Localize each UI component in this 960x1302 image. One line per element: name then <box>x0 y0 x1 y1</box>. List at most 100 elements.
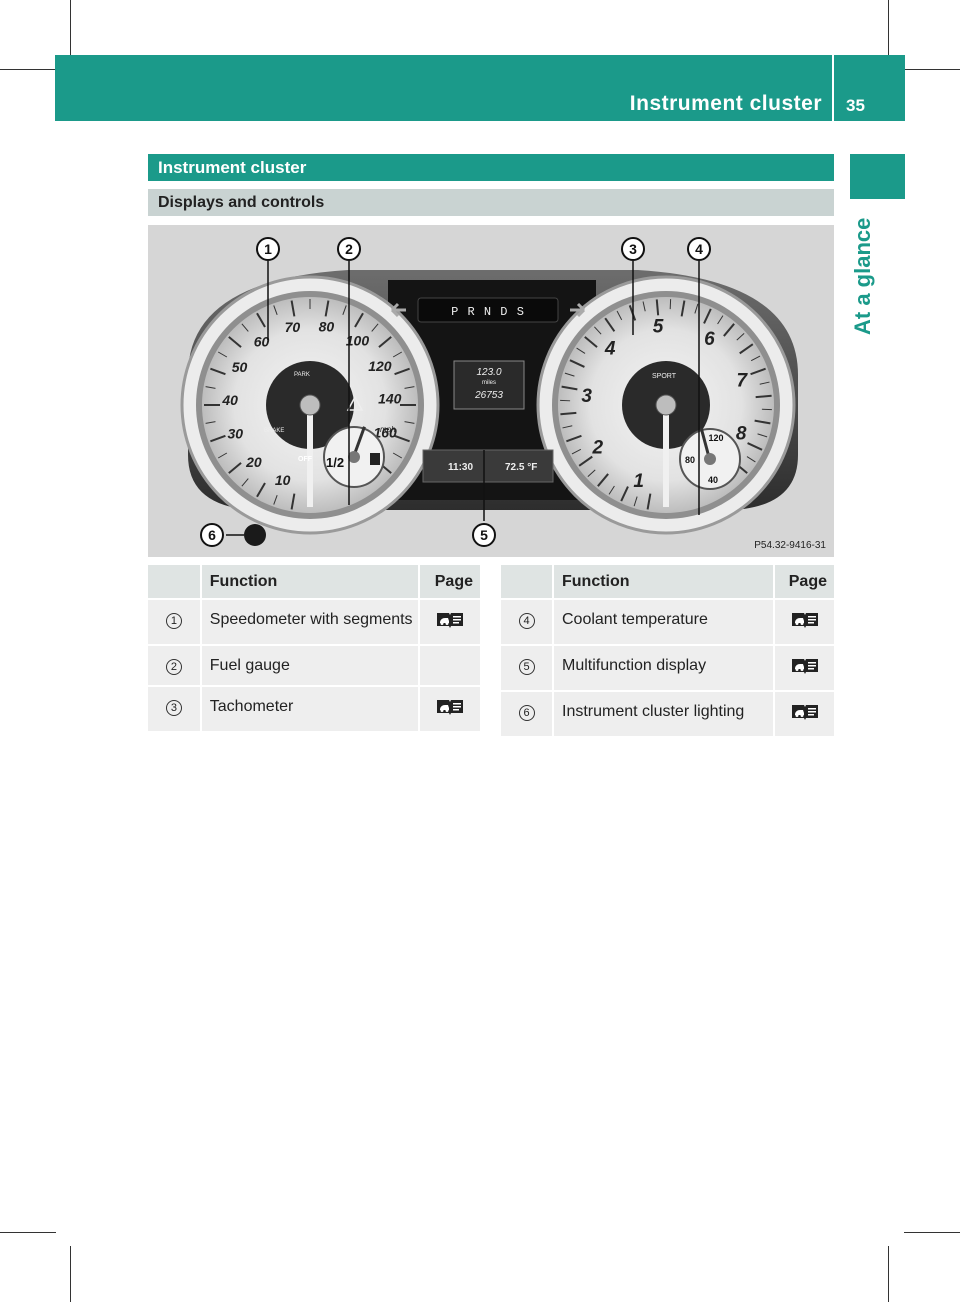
dial-tick <box>290 493 296 510</box>
crop-mark <box>70 1246 71 1302</box>
header-title: Instrument cluster <box>629 92 822 115</box>
table-header-page: Page <box>419 565 480 600</box>
dial-tick <box>642 301 646 312</box>
fuel-pump-icon <box>370 453 380 465</box>
callout-circle <box>472 523 496 547</box>
car-book-page-reference-icon <box>791 659 818 674</box>
row-number-cell: 1 <box>148 599 202 646</box>
page-number: 35 <box>846 96 865 115</box>
dial-tick <box>755 394 772 399</box>
crop-mark <box>888 0 889 56</box>
table-header-num <box>501 565 554 600</box>
tach-label: 1 <box>633 471 644 492</box>
row-function: Instrument cluster lighting <box>553 691 775 738</box>
table-header-num <box>148 565 202 600</box>
clock-readout: 11:30 <box>448 462 473 473</box>
speed-label: 160 <box>373 424 397 440</box>
dial-tick <box>757 433 768 438</box>
side-tab-label: At a glance <box>850 217 875 335</box>
dial-tick <box>597 473 609 487</box>
esp-off-indicator: OFF <box>298 456 313 463</box>
dial-tick <box>566 434 582 443</box>
row-page-ref[interactable] <box>774 691 834 738</box>
gear-display-text: P R N D S <box>451 305 525 319</box>
car-book-page-reference-icon <box>791 705 818 720</box>
row-number-cell: 5 <box>501 645 554 692</box>
dial-tick <box>404 386 415 389</box>
table-row: 3 Tachometer <box>148 686 480 733</box>
callout-circle <box>256 237 280 261</box>
dial-tick <box>584 336 598 348</box>
fuel-half-label: 1/2 <box>326 455 344 470</box>
sport-indicator: SPORT <box>652 373 677 380</box>
tach-label: 2 <box>591 438 603 459</box>
trip-odometer: 123.0 <box>476 367 501 378</box>
dial-tick <box>746 456 756 463</box>
callout-circle <box>621 237 645 261</box>
car-book-page-reference-icon <box>791 613 818 628</box>
dial-tick <box>604 317 616 332</box>
dial-tick <box>587 469 596 477</box>
warning-triangle-icon <box>346 395 364 411</box>
crop-mark <box>70 0 71 56</box>
dial-tick <box>646 493 652 510</box>
table-header-row: Function Page <box>148 565 480 600</box>
dial-tick <box>750 355 761 362</box>
crop-mark <box>0 69 56 70</box>
dial-tick <box>217 452 228 459</box>
crop-mark <box>888 1246 889 1302</box>
row-page-ref[interactable] <box>774 645 834 692</box>
dial-tick <box>754 419 771 425</box>
header-band <box>55 55 905 121</box>
odometer-box <box>453 360 525 410</box>
table-header-row: Function Page <box>501 565 834 600</box>
coolant-label: 80 <box>685 455 695 465</box>
speed-label: 30 <box>227 426 243 442</box>
dial-tick <box>210 434 226 443</box>
dial-tick <box>228 336 242 348</box>
dial-tick <box>576 347 586 354</box>
gear-display-frame <box>417 297 559 323</box>
table-header-function: Function <box>553 565 775 600</box>
row-number-cell: 6 <box>501 691 554 738</box>
dial-tick <box>561 385 578 391</box>
dial-tick <box>290 300 296 317</box>
row-function: Coolant temperature <box>553 599 775 646</box>
dial-tick <box>324 300 330 317</box>
dial-tick <box>564 372 575 377</box>
dial-tick <box>562 425 573 429</box>
dial-tick <box>694 303 699 314</box>
left-turn-signal-icon <box>390 302 406 318</box>
row-number-cell: 4 <box>501 599 554 646</box>
dial-tick <box>717 315 724 325</box>
speed-label: 10 <box>275 472 291 488</box>
table-header-page: Page <box>774 565 834 600</box>
tachometer-needle <box>663 395 669 507</box>
dial-tick <box>354 312 364 328</box>
car-book-page-reference-icon <box>437 613 464 628</box>
dial-tick <box>241 323 249 332</box>
row-function: Multifunction display <box>553 645 775 692</box>
dial-tick <box>394 367 410 376</box>
callout-number: 6 <box>208 527 216 543</box>
fuel-gauge-dial: 1/2 <box>323 426 385 488</box>
dial-tick <box>342 305 347 315</box>
dial-tick <box>747 442 763 451</box>
dial-tick <box>578 455 593 467</box>
row-number: 3 <box>165 700 182 716</box>
right-turn-signal-icon <box>570 302 586 318</box>
row-page-ref[interactable] <box>774 599 834 646</box>
row-number: 1 <box>165 613 182 629</box>
row-page-ref[interactable] <box>419 599 480 646</box>
row-function: Tachometer <box>200 686 421 733</box>
speed-label: 60 <box>254 333 270 349</box>
row-page-ref[interactable] <box>419 686 480 733</box>
brake-indicator: BRAKE <box>264 428 284 434</box>
speed-label: 140 <box>378 391 402 407</box>
